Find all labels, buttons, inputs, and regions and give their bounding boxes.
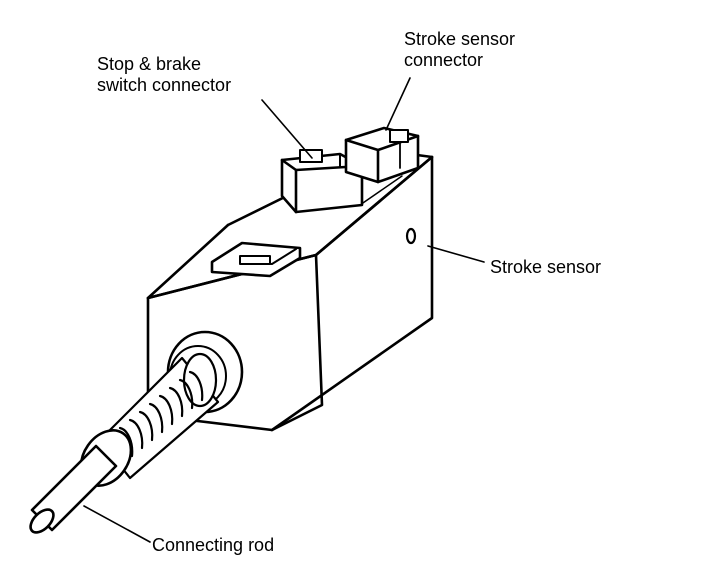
connecting-rod-part xyxy=(29,444,118,534)
rubber-boot xyxy=(79,352,220,487)
stop-brake-label: Stop & brake switch connector xyxy=(97,54,231,96)
stroke-sensor-connector-label: Stroke sensor connector xyxy=(404,29,515,71)
stop-brake-switch-connector xyxy=(280,149,364,214)
stop-brake-label-line1: Stop & brake xyxy=(97,54,202,74)
top-tab xyxy=(210,241,302,278)
stroke-sensor-connector-part xyxy=(344,126,420,184)
connecting-rod-label: Connecting rod xyxy=(152,535,275,555)
stop-brake-label-line2: switch connector xyxy=(97,75,232,95)
stroke-connector-label-line1: Stroke sensor xyxy=(404,29,516,49)
stroke-sensor-label: Stroke sensor xyxy=(490,257,602,277)
zero-marking xyxy=(405,227,417,245)
stroke-connector-label-line2: connector xyxy=(404,50,484,70)
leader-lines xyxy=(83,77,485,543)
